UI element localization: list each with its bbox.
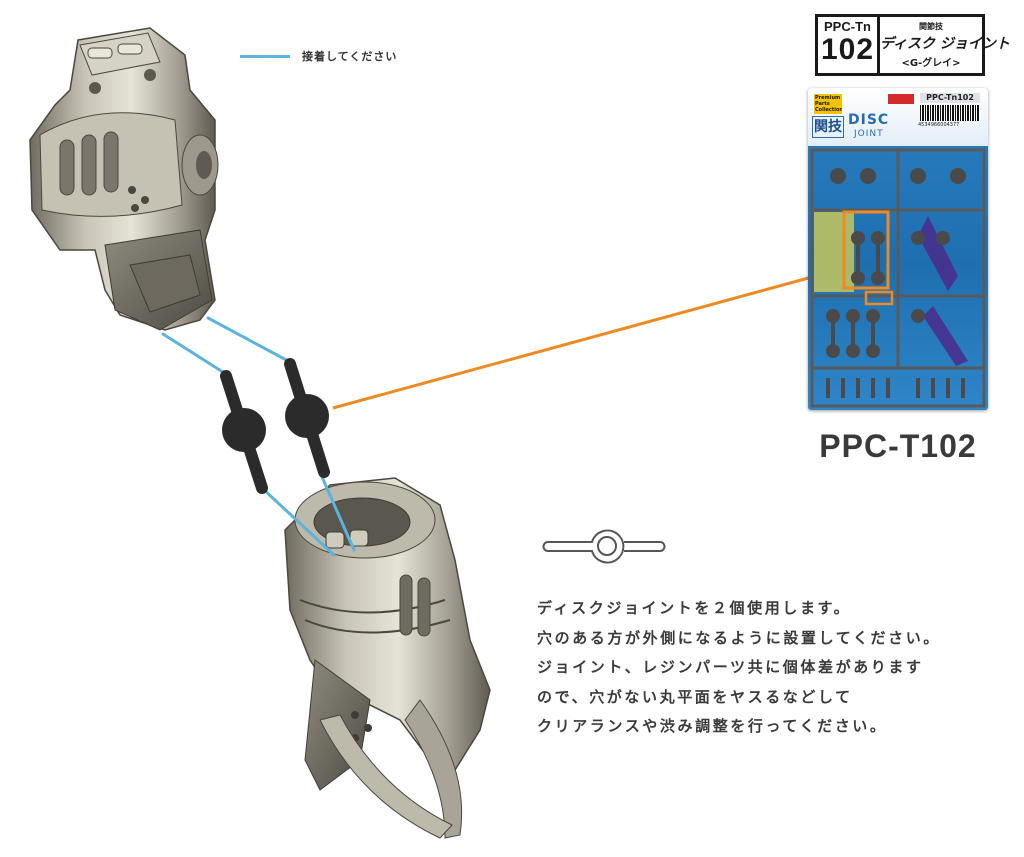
product-package: Premium Parts Collection PPC-Tn102 45349… (808, 88, 988, 410)
badge-product-name: ディスク ジョイント (880, 36, 1010, 52)
badge-name-block: 関節技 ディスク ジョイント <G-グレイ> (880, 17, 1010, 73)
instruction-line-3: ジョイント、レジンパーツ共に個体差があります (537, 658, 924, 676)
product-title: PPC-T102 (819, 428, 977, 464)
callout-line (332, 266, 846, 410)
package-red-tag (888, 94, 914, 104)
instructions: ディスクジョイントを２個使用します。 穴のある方が外側になるように設置してくださ… (537, 594, 941, 742)
lower-part (284, 477, 491, 839)
package-logo: 関技 (812, 116, 844, 138)
glue-line-swatch (240, 55, 290, 58)
badge-code-prefix: PPC-Tn (824, 19, 871, 34)
runner-parts (810, 148, 986, 408)
highlight-box-joints (842, 210, 890, 290)
disc-joint-left (220, 370, 268, 494)
package-barcode-number: 4534966004377 (918, 122, 960, 128)
product-badge: PPC-Tn 102 関節技 ディスク ジョイント <G-グレイ> (815, 14, 1010, 76)
disc-joint-right (284, 358, 330, 478)
package-header: Premium Parts Collection PPC-Tn102 45349… (808, 88, 988, 146)
package-joint-text: JOINT (854, 129, 884, 139)
barcode-icon (920, 105, 980, 121)
highlight-box-small (864, 290, 894, 306)
upper-part (29, 27, 219, 331)
badge-code-block: PPC-Tn 102 (818, 17, 880, 73)
disc-joint-icon (542, 529, 666, 564)
legend-label: 接着してください (302, 50, 398, 63)
package-code: PPC-Tn102 (920, 93, 980, 103)
instruction-line-4: ので、穴がない丸平面をヤスるなどして (537, 687, 853, 706)
instruction-line-2: 穴のある方が外側になるように設置してください。 (537, 628, 941, 647)
badge-color-variant: <G-グレイ> (901, 58, 961, 69)
badge-code-number: 102 (820, 33, 875, 66)
instruction-line-1: ディスクジョイントを２個使用します。 (537, 599, 852, 617)
package-disc-text: DISC (848, 112, 890, 128)
badge-series: 関節技 (919, 22, 943, 31)
instruction-line-5: クリアランスや渋み調整を行ってください。 (537, 717, 888, 735)
glue-lines (161, 316, 356, 557)
package-brand: Premium Parts Collection (814, 94, 842, 114)
